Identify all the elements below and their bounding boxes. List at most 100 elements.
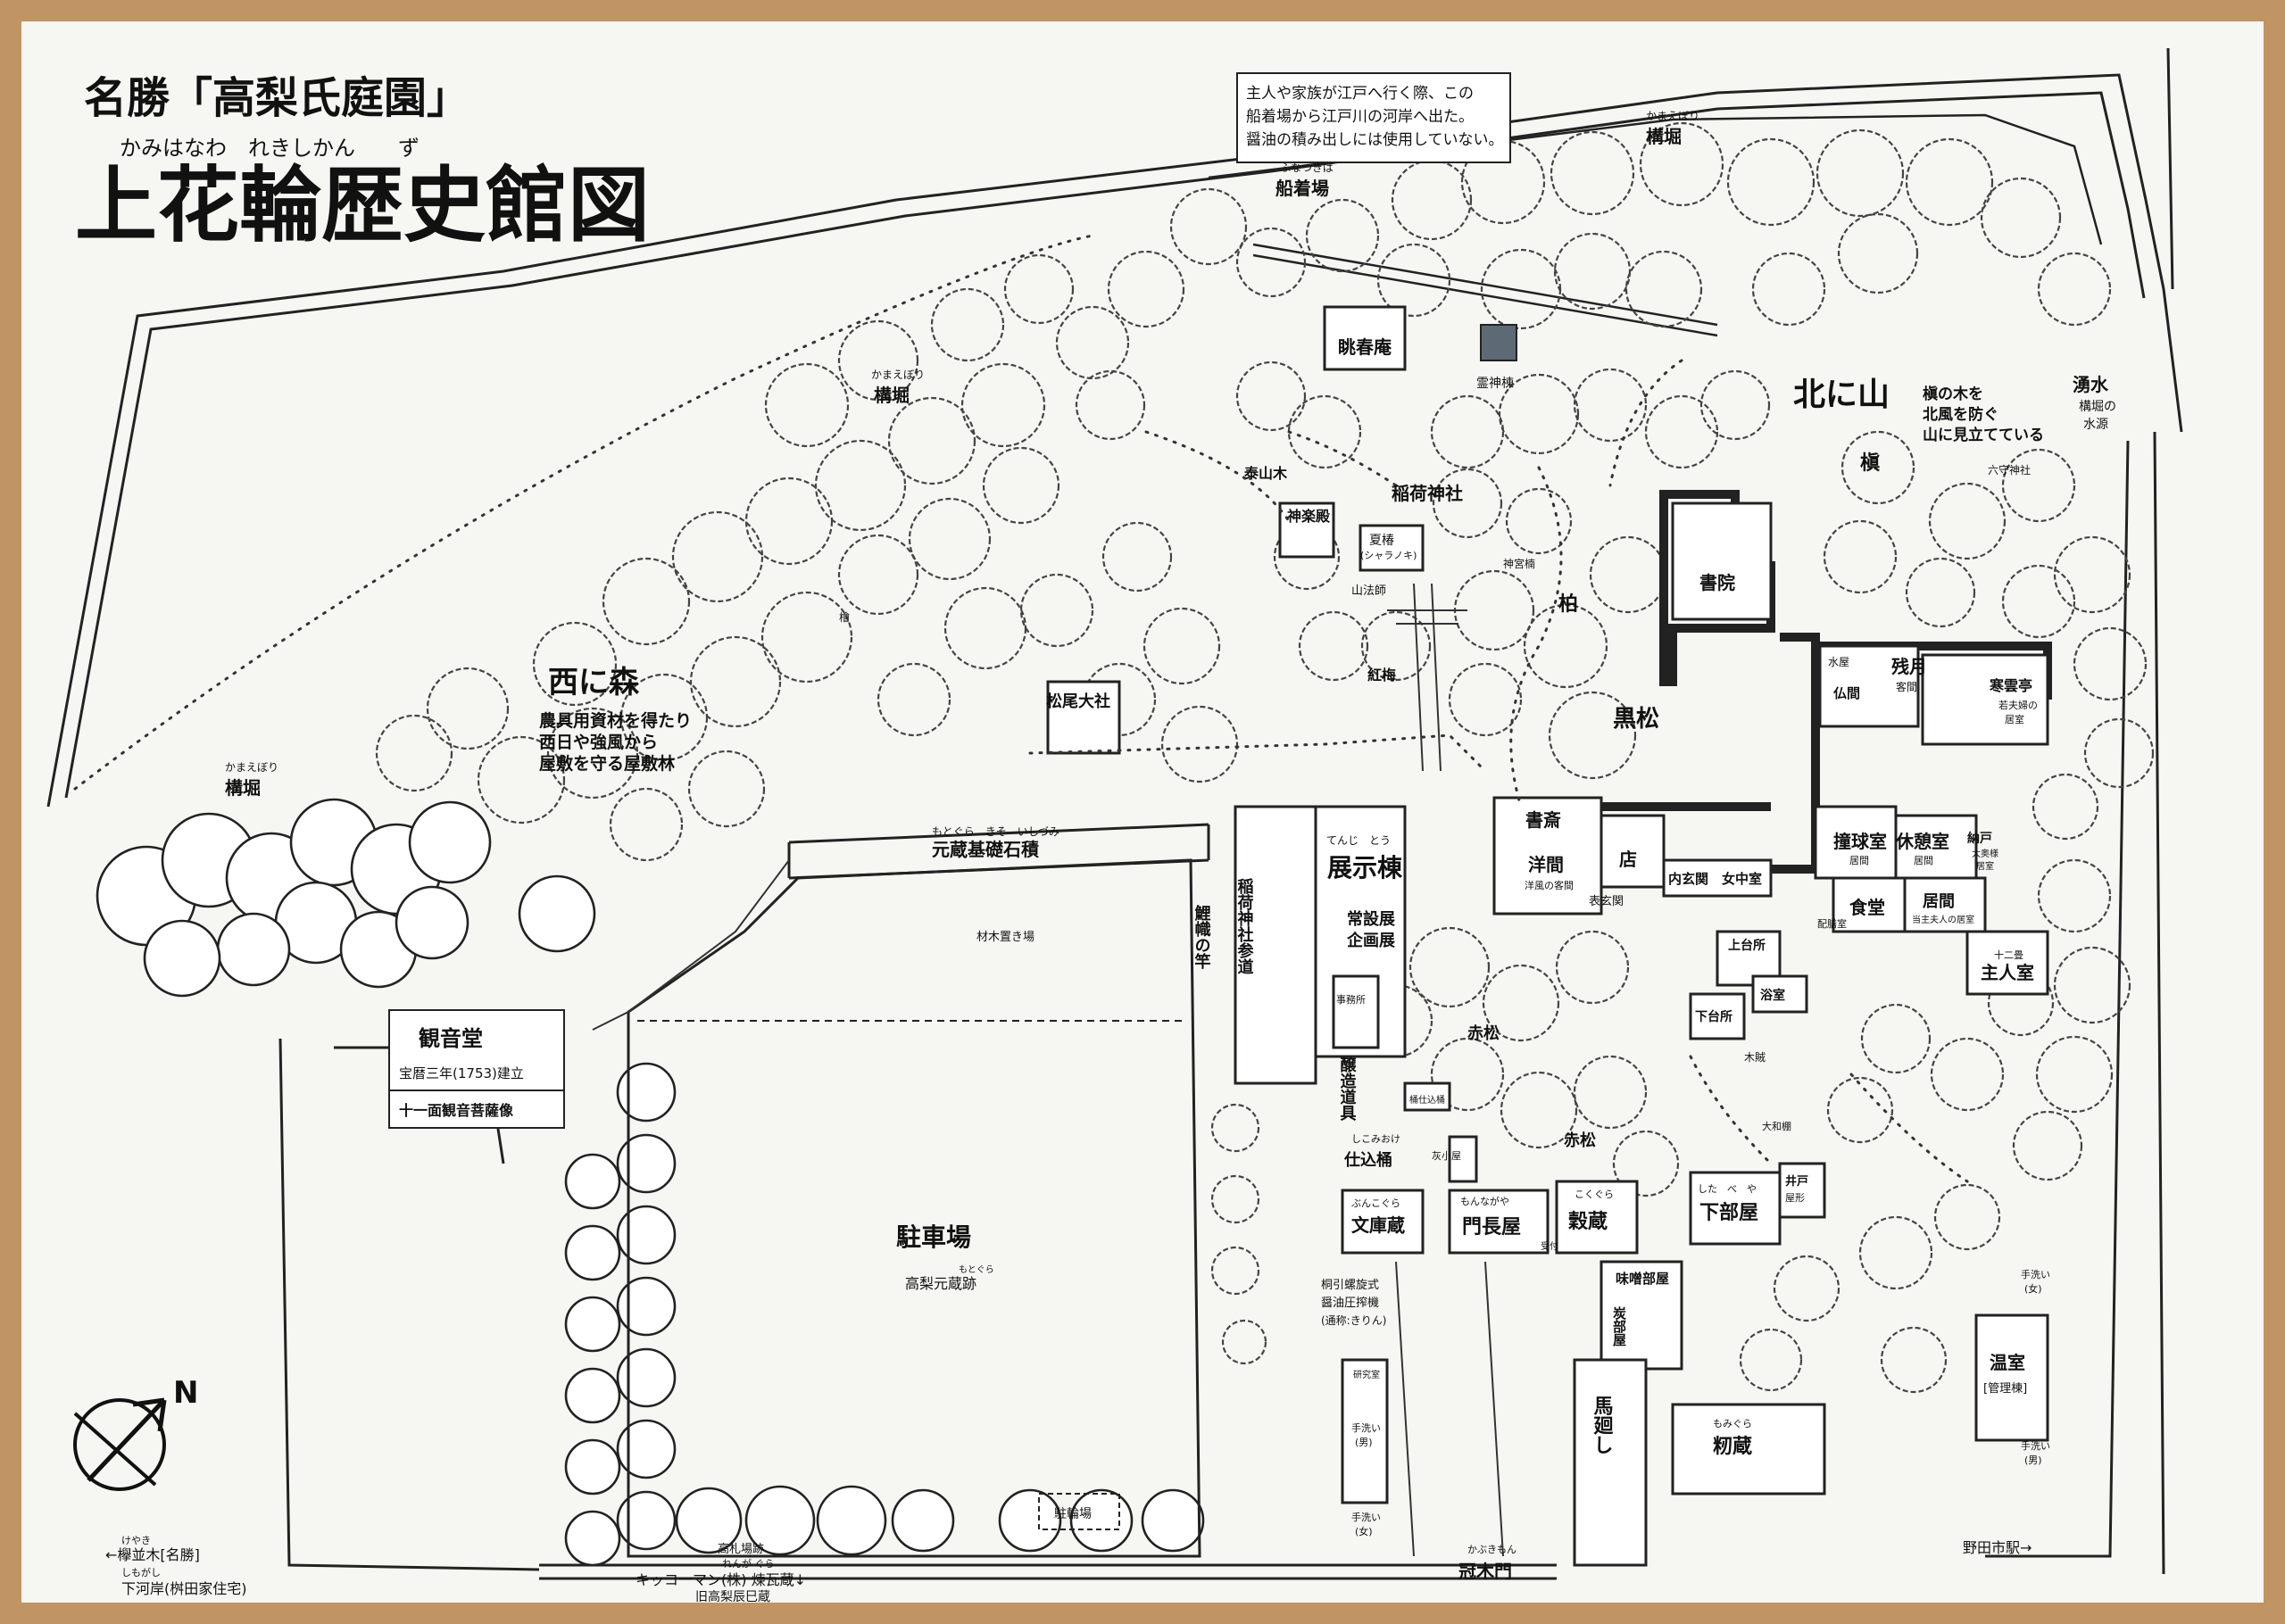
momigura-building: [1671, 1403, 1826, 1496]
title-line2: 上花輪歴史館図: [75, 158, 650, 253]
kanuntei-room: [1921, 653, 2049, 746]
tree-canopy: [1019, 573, 1094, 648]
shujin-label: 主人室: [1981, 962, 2034, 983]
kabukimon-label: 冠木門: [1458, 1561, 1512, 1582]
mise-label: 店: [1619, 849, 1637, 870]
tamatsuki-sub: 居間: [1849, 855, 1869, 866]
tearai-w-1: 手洗い: [1351, 1511, 1381, 1523]
tree-canopy: [2037, 858, 2112, 933]
site-map: N 名勝「高梨氏庭園」 かみはなわ れきしかん ず 上花輪歴史館図 主人や家族が…: [46, 47, 2183, 1603]
matsuo-shrine: [1046, 680, 1121, 755]
jochu-label: 女中室: [1722, 871, 1762, 887]
kokugura-ruby: こくぐら: [1575, 1189, 1614, 1200]
tree-canopy: [1553, 232, 1632, 311]
bunkogura-label: 文庫蔵: [1351, 1214, 1405, 1236]
motogura-label: 元蔵基礎石積: [932, 839, 1040, 860]
tree-canopy: [877, 662, 951, 737]
tree-canopy: [930, 287, 1005, 362]
tree-canopy: [1840, 430, 1915, 505]
ido-label: 井戸: [1785, 1174, 1808, 1189]
tree-canopy: [1987, 969, 2055, 1037]
umamawashi-building: [1573, 1358, 1648, 1567]
tree-canopy: [1548, 691, 1637, 780]
tree-canopy: [564, 1438, 621, 1496]
tree-canopy: [2053, 535, 2131, 614]
approach-path: [1395, 1261, 1504, 1557]
tenji-label: 展示棟: [1327, 853, 1403, 882]
tree-canopy: [1221, 1319, 1267, 1365]
tree-canopy: [1826, 1076, 1894, 1144]
renga-ruby: れんが ぐら: [722, 1557, 775, 1570]
kanma-label: 仏間: [1833, 685, 1860, 701]
monnagaya-building: [1448, 1189, 1550, 1255]
tree-canopy: [1235, 227, 1307, 298]
bunkogura-ruby: ぶんこぐら: [1351, 1197, 1400, 1209]
monnagaya-ruby: もんながや: [1460, 1195, 1509, 1207]
kikaku-label: 企画展: [1346, 931, 1396, 950]
yoma-label: 洋間: [1528, 854, 1564, 875]
noda-label: 野田市駅→: [1963, 1539, 2032, 1556]
chosyuan-building: [1323, 305, 1407, 371]
shosai-building: [1492, 796, 1603, 916]
tree-canopy: [960, 362, 1046, 448]
suigen-1: 構堀の: [2079, 400, 2116, 414]
shimogashi-ruby: しもがし: [121, 1566, 161, 1578]
jimusho-label: 事務所: [1336, 993, 1366, 1006]
tree-canopy: [616, 1419, 677, 1479]
yusui-label: 湧水: [2073, 374, 2109, 395]
kannon-label: 観音堂: [419, 1026, 483, 1051]
hinoki-label: 檜: [839, 610, 850, 624]
tree-canopy: [1235, 360, 1307, 432]
zangetsu-sub: 客間: [1896, 680, 1917, 693]
kyukei-sub: 居間: [1914, 855, 1933, 866]
shokudo-label: 食堂: [1849, 897, 1885, 918]
tree-canopy: [744, 476, 834, 566]
kita-yama-desc-3: 山に見立てている: [1923, 426, 2044, 444]
uketsuke-label: 受付: [1541, 1240, 1558, 1252]
kitsune-label: 桶仕込桶: [1409, 1094, 1445, 1106]
monnagaya-label: 門長屋: [1462, 1216, 1521, 1239]
hatsuki-label: 鯉幟の竿: [1192, 904, 1211, 970]
tree-canopy: [1639, 121, 1724, 207]
compass-n-label: N: [173, 1375, 198, 1411]
tree-canopy: [1933, 1183, 2001, 1251]
boat-note-box: [1236, 72, 1511, 163]
tree-canopy: [1101, 521, 1173, 592]
tree-canopy: [1500, 1071, 1578, 1149]
mise-building: [1600, 814, 1666, 889]
shoin-building: [1671, 501, 1773, 621]
shitabeya-label: 下部屋: [1699, 1201, 1758, 1224]
nando-label: 納戸: [1967, 831, 1992, 846]
nishi-mori-desc-3: 屋敷を守る屋敷林: [539, 753, 675, 774]
tree-canopy: [814, 439, 907, 532]
yokushitsu-label: 浴室: [1760, 988, 1785, 1003]
umamawashi-label: 馬廻し: [1591, 1396, 1615, 1454]
tree-canopy: [1055, 305, 1130, 380]
gensen-2: 醤油圧搾機: [1321, 1296, 1379, 1310]
torii-path: [1387, 583, 1467, 772]
tree-canopy: [1305, 198, 1380, 273]
kanuntei-label: 寒雲亭: [1989, 677, 2032, 694]
nando-sub-2: 居室: [1976, 860, 1994, 872]
toilets-building: [1341, 1358, 1389, 1504]
tree-canopy: [1905, 557, 1976, 628]
tree-canopy: [1980, 177, 2062, 259]
kenkyu-label: 研究室: [1353, 1369, 1380, 1380]
tree-canopy: [2001, 448, 2076, 523]
kita-yama-label: 北に山: [1793, 377, 1890, 413]
suigen-2: 水源: [2083, 418, 2108, 432]
rokushujinja-label: 六守神社: [1988, 463, 2031, 476]
nishi-mori-desc-1: 農具用資材を得たり: [539, 710, 692, 731]
kikkoman-label: キッコーマン(株) 煉瓦蔵↓: [636, 1571, 806, 1588]
kanriku-label: [管理棟]: [1983, 1382, 2027, 1396]
yokushitsu: [1751, 974, 1808, 1014]
mizuya-label: 水屋: [1828, 656, 1849, 668]
tearai-o2-2: (男): [2024, 1454, 2042, 1466]
misobeya-label: 味噌部屋: [1616, 1271, 1669, 1287]
tree-canopy: [2032, 773, 2099, 841]
tree-canopy: [395, 885, 469, 960]
tree-canopy: [616, 1490, 677, 1551]
maki-label: 槇: [1860, 452, 1880, 475]
nando-sub-1: 大奥様: [1972, 848, 1998, 859]
shimodaidokoro: [1689, 992, 1746, 1040]
